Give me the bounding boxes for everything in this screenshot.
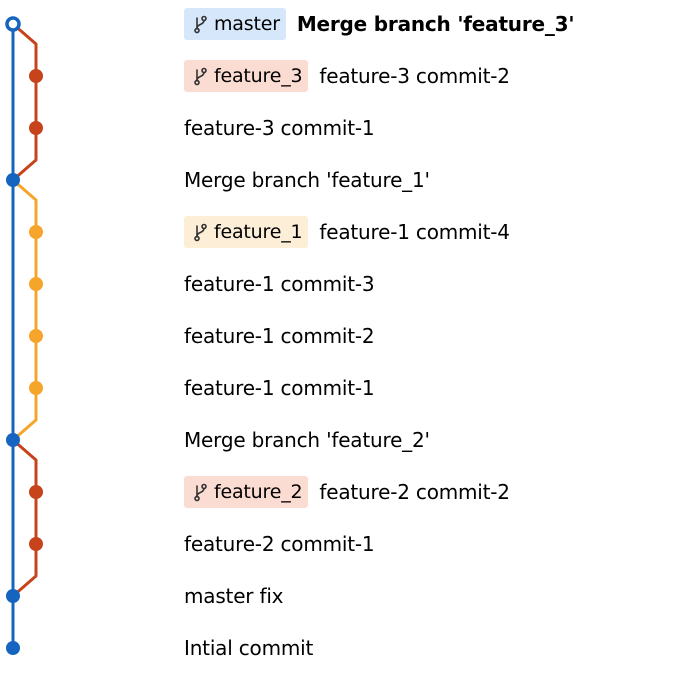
branch-tag-label: feature_2: [214, 481, 303, 503]
head-commit-dot[interactable]: [5, 16, 21, 32]
commit-row[interactable]: Merge branch 'feature_2': [184, 420, 430, 460]
commit-row[interactable]: feature-1 commit-2: [184, 316, 375, 356]
commit-row[interactable]: feature-1 commit-3: [184, 264, 375, 304]
commit-row[interactable]: feature-2 commit-1: [184, 524, 375, 564]
commit-message: feature-1 commit-2: [184, 324, 375, 348]
commit-message: Merge branch 'feature_2': [184, 428, 430, 452]
commit-row[interactable]: Merge branch 'feature_1': [184, 160, 430, 200]
commit-message: feature-3 commit-1: [184, 116, 375, 140]
branch-tag-feature-3[interactable]: feature_3: [184, 60, 309, 92]
commit-row[interactable]: feature_3 feature-3 commit-2: [184, 56, 510, 96]
branch-tag-master[interactable]: master: [184, 8, 286, 40]
commit-message: feature-2 commit-1: [184, 532, 375, 556]
commit-dot[interactable]: [29, 329, 43, 343]
commit-dot[interactable]: [29, 381, 43, 395]
commit-message: feature-1 commit-1: [184, 376, 375, 400]
commit-row[interactable]: feature_2 feature-2 commit-2: [184, 472, 510, 512]
git-branch-icon: [194, 67, 207, 86]
commit-message: Intial commit: [184, 636, 314, 660]
feature-1-branch-line: [11, 178, 38, 442]
commit-message: Merge branch 'feature_3': [296, 12, 575, 36]
feature-2-branch-line: [11, 438, 38, 598]
commit-dot[interactable]: [29, 537, 43, 551]
commit-message: feature-1 commit-4: [319, 220, 510, 244]
branch-tag-label: feature_3: [214, 65, 303, 87]
commit-row[interactable]: Intial commit: [184, 628, 313, 668]
commit-dot[interactable]: [29, 485, 43, 499]
git-branch-icon: [194, 483, 207, 502]
commit-dot[interactable]: [6, 173, 20, 187]
commit-message: Merge branch 'feature_1': [184, 168, 430, 192]
git-branch-icon: [194, 15, 207, 34]
branch-tag-label: feature_1: [214, 221, 303, 243]
commit-dot[interactable]: [6, 433, 20, 447]
commit-message: master fix: [184, 584, 284, 608]
branch-tag-feature-2[interactable]: feature_2: [184, 476, 309, 508]
commit-row[interactable]: feature_1 feature-1 commit-4: [184, 212, 510, 252]
commit-dot[interactable]: [29, 225, 43, 239]
commit-row[interactable]: feature-1 commit-1: [184, 368, 375, 408]
commit-graph: [5, 16, 43, 655]
commit-row[interactable]: master fix: [184, 576, 284, 616]
feature-3-branch-line: [11, 22, 38, 182]
commit-row[interactable]: master Merge branch 'feature_3': [184, 4, 575, 44]
commit-dot[interactable]: [29, 121, 43, 135]
branch-tag-label: master: [214, 13, 280, 35]
commit-dot[interactable]: [6, 641, 20, 655]
commit-dot[interactable]: [29, 69, 43, 83]
commit-dot[interactable]: [29, 277, 43, 291]
commit-dot[interactable]: [6, 589, 20, 603]
commit-message: feature-2 commit-2: [319, 480, 510, 504]
branch-tag-feature-1[interactable]: feature_1: [184, 216, 309, 248]
git-branch-icon: [194, 223, 207, 242]
commit-message: feature-3 commit-2: [319, 64, 510, 88]
commit-message: feature-1 commit-3: [184, 272, 375, 296]
commit-row[interactable]: feature-3 commit-1: [184, 108, 375, 148]
